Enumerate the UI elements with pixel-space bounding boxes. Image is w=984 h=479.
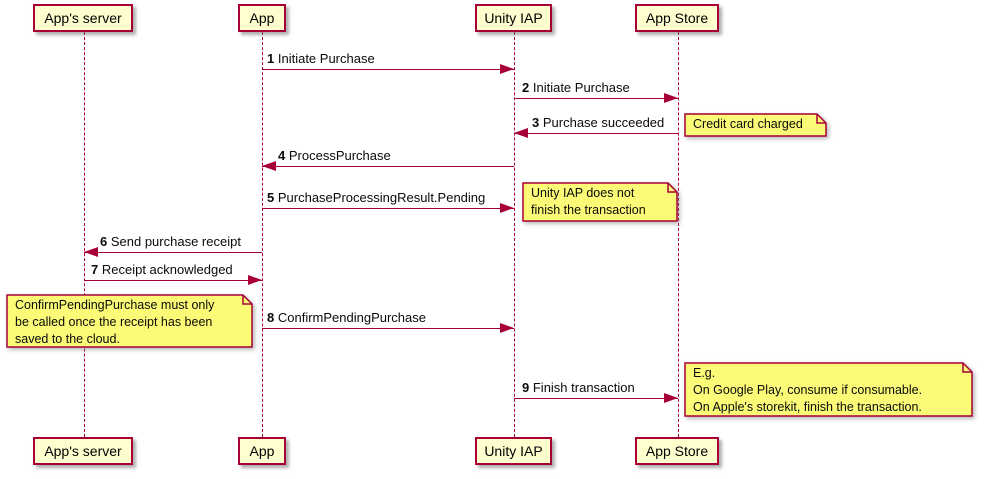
arrowhead-left-icon — [514, 128, 528, 138]
arrowhead-left-icon — [84, 247, 98, 257]
note-text: E.g. On Google Play, consume if consumab… — [693, 365, 922, 416]
participant-label: App Store — [645, 443, 709, 459]
message-line-2 — [514, 98, 678, 99]
note-line: E.g. — [693, 366, 716, 380]
participant-label: Unity IAP — [484, 10, 543, 26]
note-shape — [684, 362, 973, 417]
lifeline-unity-iap — [514, 32, 515, 437]
message-label-6: 6 Send purchase receipt — [100, 235, 241, 249]
message-line-6 — [84, 252, 262, 253]
participant-apps-server-bottom: App's server — [33, 437, 133, 465]
note-line: On Google Play, consume if consumable. — [693, 383, 923, 397]
message-text: Send purchase receipt — [110, 234, 241, 249]
message-number: 7 — [91, 262, 99, 277]
message-label-7: 7 Receipt acknowledged — [91, 263, 233, 277]
message-text: ProcessPurchase — [288, 148, 391, 163]
participant-label: App — [249, 10, 275, 26]
participant-apps-server-top: App's server — [33, 4, 133, 32]
participant-label: Unity IAP — [484, 443, 543, 459]
message-text: Receipt acknowledged — [101, 262, 233, 277]
message-text: Initiate Purchase — [532, 80, 630, 95]
message-line-3 — [514, 133, 678, 134]
message-label-3: 3 Purchase succeeded — [532, 116, 664, 130]
arrowhead-right-icon — [664, 93, 678, 103]
note-unity-iap-does-not-finish: Unity IAP does not finish the transactio… — [522, 182, 678, 222]
participant-label: App Store — [645, 10, 709, 26]
message-label-2: 2 Initiate Purchase — [522, 81, 630, 95]
note-line: be called once the receipt has been — [15, 315, 213, 329]
message-number: 5 — [267, 190, 275, 205]
note-line: saved to the cloud. — [15, 332, 120, 346]
participant-label: App's server — [44, 443, 122, 459]
participant-unity-iap-bottom: Unity IAP — [475, 437, 552, 465]
participant-label: App's server — [44, 10, 122, 26]
message-label-5: 5 PurchaseProcessingResult.Pending — [267, 191, 485, 205]
note-line: finish the transaction — [531, 203, 646, 217]
note-text: ConfirmPendingPurchase must only be call… — [15, 297, 214, 348]
message-label-9: 9 Finish transaction — [522, 381, 635, 395]
message-number: 4 — [278, 148, 286, 163]
message-text: Initiate Purchase — [277, 51, 375, 66]
message-number: 8 — [267, 310, 275, 325]
message-label-4: 4 ProcessPurchase — [278, 149, 391, 163]
message-line-1 — [262, 69, 514, 70]
lifeline-apps-server — [84, 32, 85, 437]
message-number: 9 — [522, 380, 530, 395]
arrowhead-left-icon — [262, 161, 276, 171]
arrowhead-right-icon — [500, 323, 514, 333]
note-line: Credit card charged — [693, 117, 803, 131]
message-number: 3 — [532, 115, 540, 130]
note-line: ConfirmPendingPurchase must only — [15, 298, 215, 312]
message-text: PurchaseProcessingResult.Pending — [277, 190, 486, 205]
participant-unity-iap-top: Unity IAP — [475, 4, 552, 32]
message-line-7 — [84, 280, 262, 281]
participant-app-store-top: App Store — [635, 4, 719, 32]
lifeline-app-store — [678, 32, 679, 437]
note-finish-transaction-examples: E.g. On Google Play, consume if consumab… — [684, 362, 973, 417]
note-text: Credit card charged — [693, 116, 803, 133]
participant-app-bottom: App — [238, 437, 286, 465]
arrowhead-right-icon — [500, 64, 514, 74]
message-number: 6 — [100, 234, 108, 249]
lifeline-app — [262, 32, 263, 437]
note-credit-card-charged: Credit card charged — [684, 113, 827, 137]
note-text: Unity IAP does not finish the transactio… — [531, 185, 646, 219]
participant-app-top: App — [238, 4, 286, 32]
note-line: Unity IAP does not — [531, 186, 635, 200]
participant-app-store-bottom: App Store — [635, 437, 719, 465]
note-shape — [684, 113, 827, 137]
message-number: 2 — [522, 80, 530, 95]
note-line: On Apple's storekit, finish the transact… — [693, 400, 922, 414]
note-shape — [522, 182, 678, 222]
message-number: 1 — [267, 51, 275, 66]
note-shape — [6, 294, 253, 348]
message-text: Finish transaction — [532, 380, 635, 395]
message-line-5 — [262, 208, 514, 209]
message-text: Purchase succeeded — [542, 115, 665, 130]
arrowhead-right-icon — [500, 203, 514, 213]
arrowhead-right-icon — [248, 275, 262, 285]
participant-label: App — [249, 443, 275, 459]
message-line-9 — [514, 398, 678, 399]
message-text: ConfirmPendingPurchase — [277, 310, 426, 325]
message-label-1: 1 Initiate Purchase — [267, 52, 375, 66]
message-line-8 — [262, 328, 514, 329]
arrowhead-right-icon — [664, 393, 678, 403]
message-label-8: 8 ConfirmPendingPurchase — [267, 311, 426, 325]
note-confirm-pending-purchase: ConfirmPendingPurchase must only be call… — [6, 294, 253, 348]
message-line-4 — [262, 166, 514, 167]
